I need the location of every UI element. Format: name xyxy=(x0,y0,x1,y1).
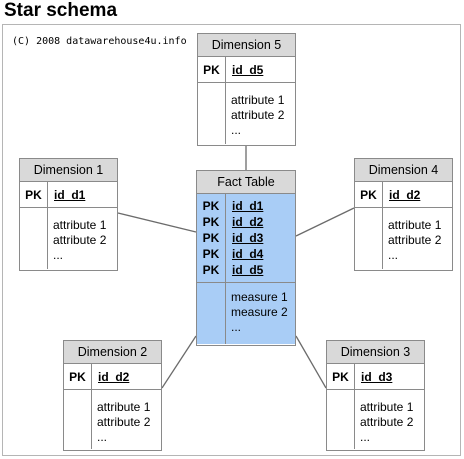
dimension-header: Dimension 2 xyxy=(64,341,161,364)
attribute: attribute 2 xyxy=(231,108,285,122)
attribute: attribute 1 xyxy=(231,93,285,107)
fact-measure-section: measure 1 measure 2 ... xyxy=(197,283,295,344)
measure: ... xyxy=(231,320,242,334)
primary-key-row: PK id_d5 xyxy=(198,57,295,83)
fact-table-header: Fact Table xyxy=(197,171,295,194)
attribute: ... xyxy=(97,430,108,444)
primary-key-row: PK id_d2 xyxy=(64,364,161,390)
pk-label: PK xyxy=(202,231,220,245)
attribute-list: attribute 1 attribute 2 ... xyxy=(383,208,441,269)
attribute: attribute 1 xyxy=(53,218,107,232)
pk-label: PK xyxy=(64,364,92,389)
attribute: attribute 1 xyxy=(388,218,442,232)
attribute: attribute 1 xyxy=(97,400,151,414)
pk-label: PK xyxy=(355,182,383,207)
dimension-header: Dimension 1 xyxy=(20,159,117,182)
pk-label: PK xyxy=(202,247,220,261)
attribute-list: attribute 1 attribute 2 ... xyxy=(92,390,150,449)
fact-key: id_d1 xyxy=(232,199,264,213)
fact-key: id_d4 xyxy=(232,247,264,261)
fact-key: id_d5 xyxy=(232,263,264,277)
dimension-2-table: Dimension 2 PK id_d2 attribute 1 attribu… xyxy=(63,340,162,451)
foreign-key-list: id_d1 id_d2 id_d3 id_d4 id_d5 xyxy=(226,194,263,282)
attribute-list: attribute 1 attribute 2 ... xyxy=(48,208,106,269)
primary-key-row: PK id_d2 xyxy=(355,182,452,208)
attribute: ... xyxy=(231,123,242,137)
pk-column: PK PK PK PK PK xyxy=(197,194,226,282)
pk-label: PK xyxy=(202,199,220,213)
dimension-header: Dimension 5 xyxy=(198,34,295,57)
attribute: ... xyxy=(360,430,371,444)
connector-fact-dimension-2 xyxy=(161,335,197,389)
connector-fact-dimension-4 xyxy=(295,207,355,237)
primary-key: id_d3 xyxy=(361,370,393,384)
dimension-4-table: Dimension 4 PK id_d2 attribute 1 attribu… xyxy=(354,158,453,271)
dimension-3-table: Dimension 3 PK id_d3 attribute 1 attribu… xyxy=(326,340,425,451)
dimension-header: Dimension 4 xyxy=(355,159,452,182)
attribute: attribute 2 xyxy=(53,233,107,247)
connector-fact-dimension-3 xyxy=(295,335,327,389)
pk-label: PK xyxy=(327,364,355,389)
attribute: attribute 1 xyxy=(360,400,414,414)
primary-key: id_d2 xyxy=(389,188,421,202)
primary-key-row: PK id_d1 xyxy=(20,182,117,208)
pk-label: PK xyxy=(202,263,220,277)
attribute-row: attribute 1 attribute 2 ... xyxy=(198,83,295,144)
attribute: attribute 2 xyxy=(97,415,151,429)
measure: measure 2 xyxy=(231,305,288,319)
primary-key: id_d5 xyxy=(232,63,264,77)
measure: measure 1 xyxy=(231,290,288,304)
fact-key: id_d2 xyxy=(232,215,264,229)
primary-key-row: PK id_d3 xyxy=(327,364,424,390)
attribute: ... xyxy=(388,248,399,262)
pk-label: PK xyxy=(202,215,220,229)
attribute-list: attribute 1 attribute 2 ... xyxy=(226,83,284,144)
dimension-header: Dimension 3 xyxy=(327,341,424,364)
connector-fact-dimension-1 xyxy=(117,212,197,233)
attribute: ... xyxy=(53,248,64,262)
copyright-notice: (C) 2008 datawarehouse4u.info xyxy=(12,36,187,47)
attribute-list: attribute 1 attribute 2 ... xyxy=(355,390,413,449)
primary-key: id_d2 xyxy=(98,370,130,384)
pk-label: PK xyxy=(20,182,48,207)
attribute: attribute 2 xyxy=(360,415,414,429)
attribute-row: attribute 1 attribute 2 ... xyxy=(20,208,117,269)
page-title: Star schema xyxy=(4,0,118,21)
pk-label: PK xyxy=(198,57,226,82)
attribute-row: attribute 1 attribute 2 ... xyxy=(64,390,161,449)
measure-list: measure 1 measure 2 ... xyxy=(226,283,288,344)
primary-key: id_d1 xyxy=(54,188,86,202)
fact-key: id_d3 xyxy=(232,231,264,245)
attribute: attribute 2 xyxy=(388,233,442,247)
dimension-1-table: Dimension 1 PK id_d1 attribute 1 attribu… xyxy=(19,158,118,271)
attribute-row: attribute 1 attribute 2 ... xyxy=(355,208,452,269)
fact-table: Fact Table PK PK PK PK PK id_d1 id_d2 id… xyxy=(196,170,296,346)
attribute-row: attribute 1 attribute 2 ... xyxy=(327,390,424,449)
dimension-5-table: Dimension 5 PK id_d5 attribute 1 attribu… xyxy=(197,33,296,146)
fact-key-section: PK PK PK PK PK id_d1 id_d2 id_d3 id_d4 i… xyxy=(197,194,295,283)
